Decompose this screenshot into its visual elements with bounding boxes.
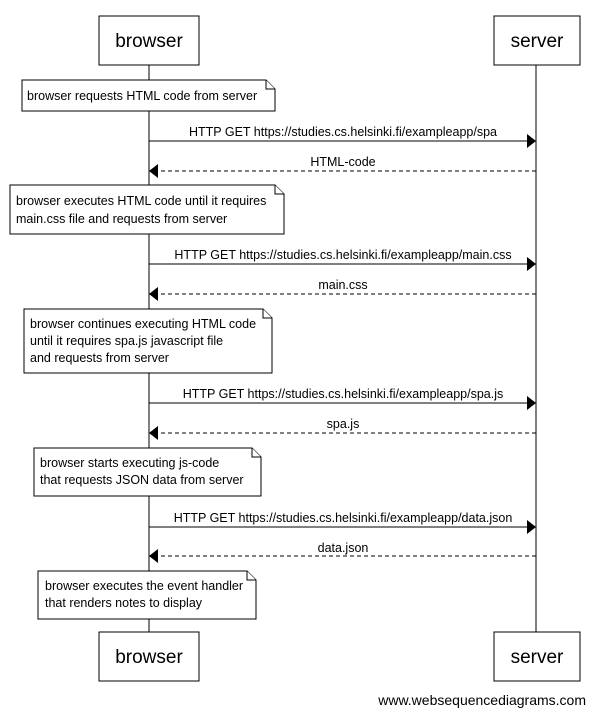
participant-browser-bottom: browser (98, 631, 200, 682)
message-8-arrowhead (149, 549, 158, 563)
message-1-arrowhead (527, 134, 536, 148)
message-4-arrowhead (149, 287, 158, 301)
note-5: browser executes the event handler that … (37, 570, 257, 620)
participant-server-top: server (493, 15, 581, 66)
message-6: spa.js (149, 417, 536, 440)
message-5-label: HTTP GET https://studies.cs.helsinki.fi/… (183, 387, 504, 401)
message-6-label: spa.js (327, 417, 360, 431)
message-2-arrowhead (149, 164, 158, 178)
message-5-arrowhead (527, 396, 536, 410)
note-2-line-1: browser executes HTML code until it requ… (16, 194, 266, 208)
participant-server-bottom-label: server (511, 647, 564, 668)
note-5-line-1: browser executes the event handler (45, 579, 243, 593)
message-3-arrowhead (527, 257, 536, 271)
participant-browser-top-label: browser (115, 31, 183, 52)
note-3-line-3: and requests from server (30, 351, 169, 365)
message-3-label: HTTP GET https://studies.cs.helsinki.fi/… (174, 248, 511, 262)
message-4: main.css (149, 278, 536, 301)
message-1: HTTP GET https://studies.cs.helsinki.fi/… (149, 125, 536, 148)
note-4: browser starts executing js-code that re… (33, 447, 262, 497)
participant-browser-bottom-label: browser (115, 647, 183, 668)
message-7-label: HTTP GET https://studies.cs.helsinki.fi/… (174, 511, 513, 525)
message-5: HTTP GET https://studies.cs.helsinki.fi/… (149, 387, 536, 410)
note-3-line-2: until it requires spa.js javascript file (30, 334, 223, 348)
message-4-label: main.css (318, 278, 367, 292)
message-8: data.json (149, 541, 536, 563)
participant-server-bottom: server (493, 631, 581, 682)
message-8-label: data.json (318, 541, 369, 555)
message-2: HTML-code (149, 155, 536, 178)
message-7-arrowhead (527, 520, 536, 534)
note-2: browser executes HTML code until it requ… (9, 184, 285, 235)
participant-browser-top: browser (98, 15, 200, 66)
note-1-line-1: browser requests HTML code from server (27, 89, 257, 103)
message-3: HTTP GET https://studies.cs.helsinki.fi/… (149, 248, 536, 271)
note-3-line-1: browser continues executing HTML code (30, 317, 256, 331)
watermark: www.websequencediagrams.com (377, 692, 586, 708)
message-2-label: HTML-code (310, 155, 375, 169)
message-7: HTTP GET https://studies.cs.helsinki.fi/… (149, 511, 536, 534)
participant-server-top-label: server (511, 31, 564, 52)
note-5-line-2: that renders notes to display (45, 596, 203, 610)
note-2-line-2: main.css file and requests from server (16, 212, 227, 226)
message-1-label: HTTP GET https://studies.cs.helsinki.fi/… (189, 125, 497, 139)
note-1: browser requests HTML code from server (21, 79, 276, 112)
note-3: browser continues executing HTML code un… (23, 308, 273, 374)
note-4-line-2: that requests JSON data from server (40, 473, 244, 487)
note-4-line-1: browser starts executing js-code (40, 456, 219, 470)
message-6-arrowhead (149, 426, 158, 440)
